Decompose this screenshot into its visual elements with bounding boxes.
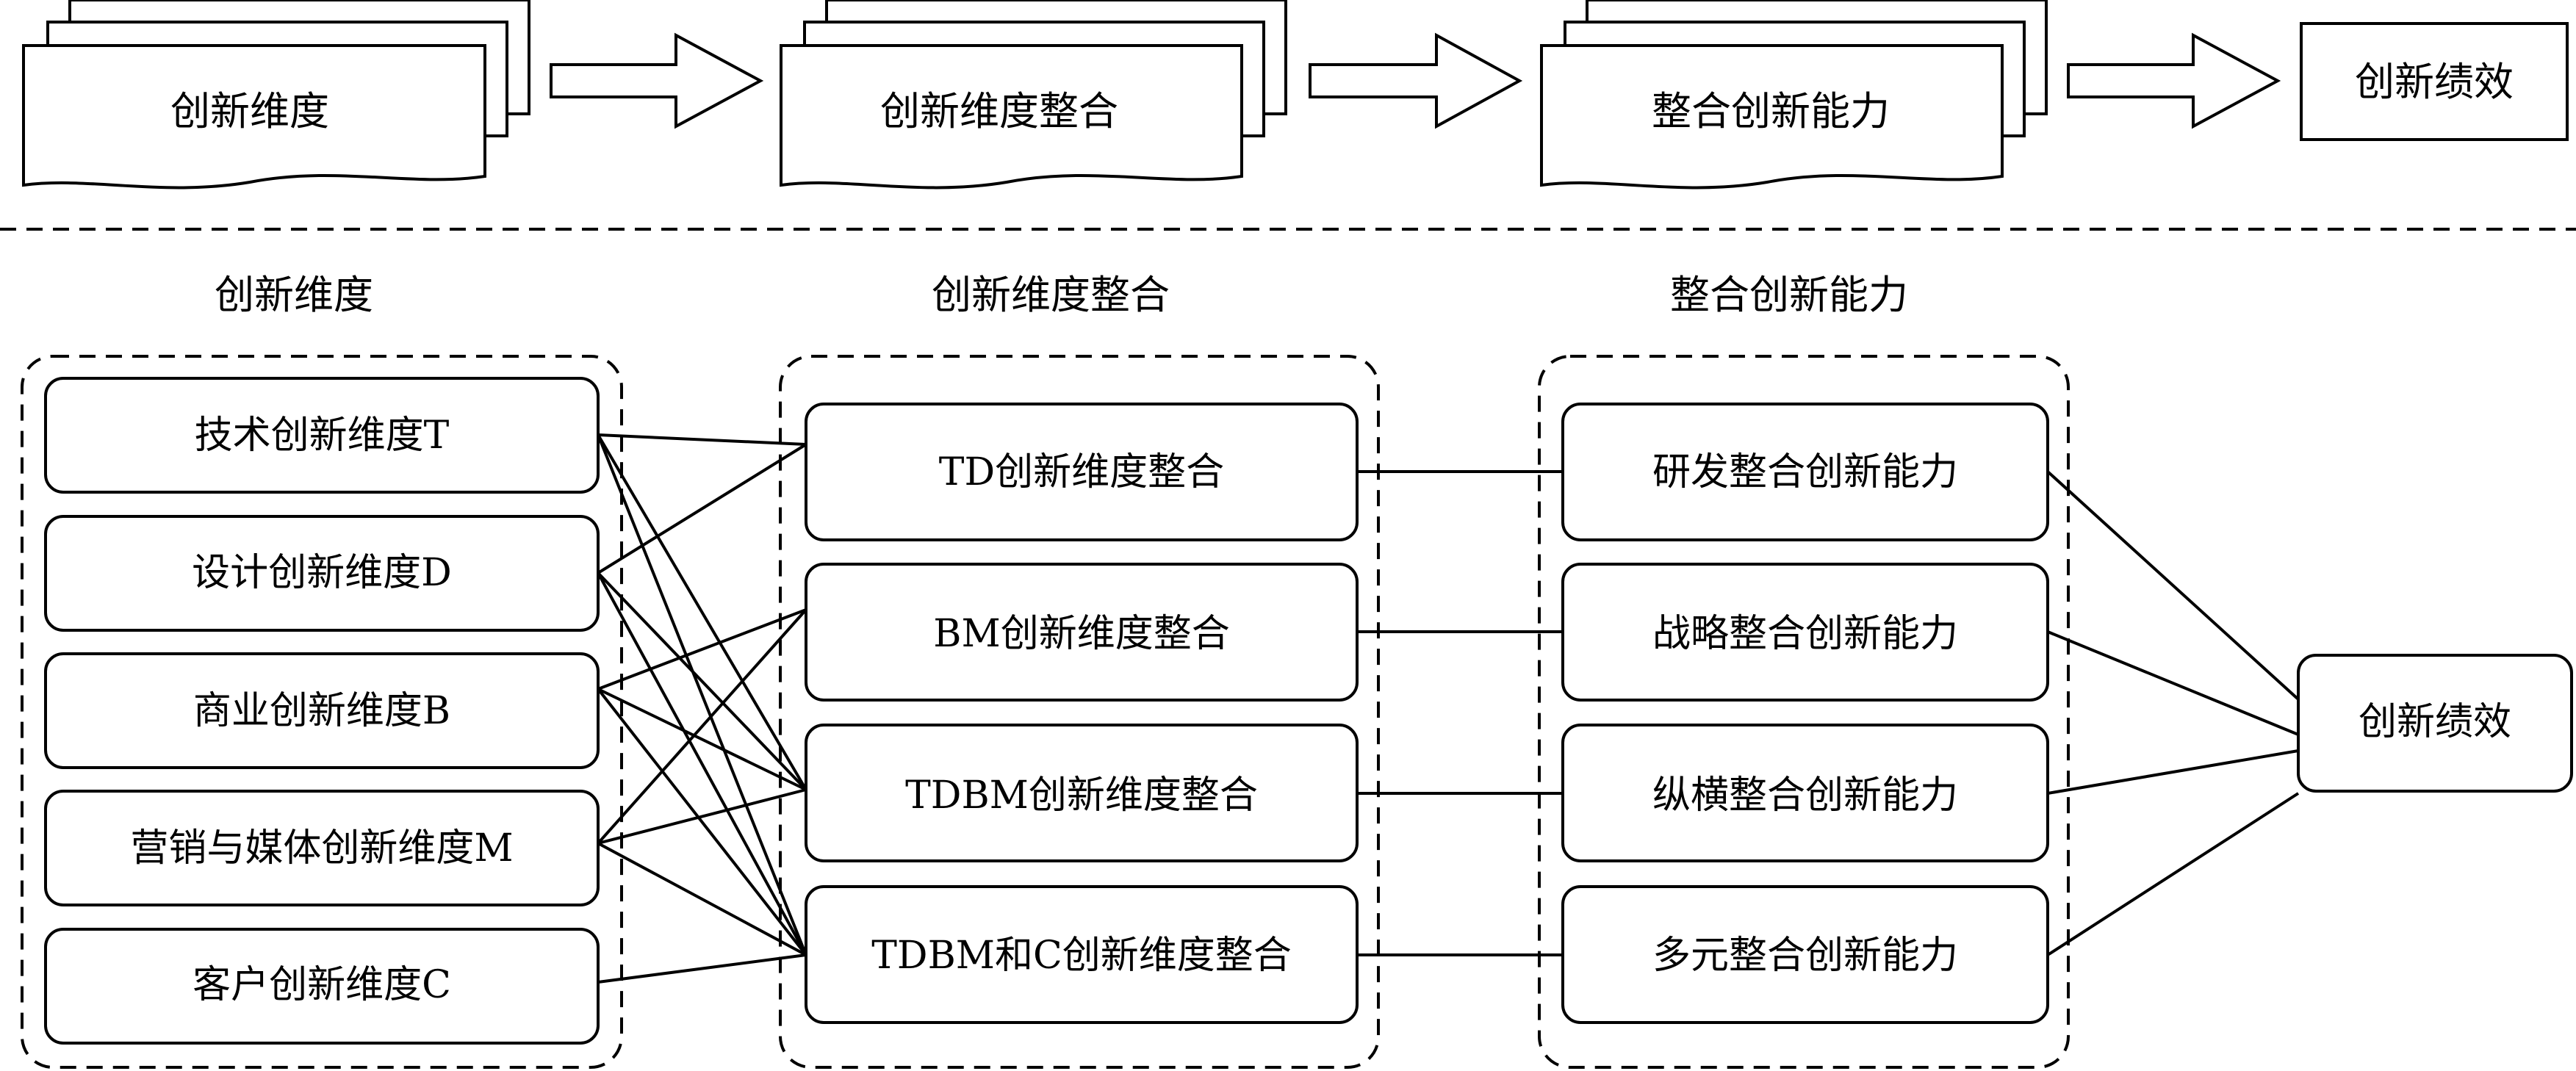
dimension-box-m: 营销与媒体创新维度M [44,790,600,906]
flow-final-label: 创新绩效 [2355,59,2514,105]
connection-lines [597,433,2300,984]
edge-capability-2-performance [2047,749,2299,795]
capability-label: 多元整合创新能力 [1652,934,1958,978]
edge-c-tdbmc [597,953,807,984]
edge-m-tdbmc [597,842,807,956]
edge-capability-1-performance [2047,630,2299,736]
dimension-label: 营销与媒体创新维度M [130,826,513,870]
flow-arrow-1 [550,32,764,129]
edge-t-tdbmc [597,434,807,956]
edge-d-td [597,443,807,574]
integration-label: TDBM创新维度整合 [905,774,1258,818]
dimension-label: 商业创新维度B [193,689,450,733]
integration-label: TDBM和C创新维度整合 [871,934,1292,978]
group-integrations [779,355,1380,1069]
edge-m-bm [597,608,807,845]
flow-stage-label: 整合创新能力 [1652,88,1890,134]
integration-box-bm: BM创新维度整合 [805,563,1359,702]
edge-t-td [597,433,807,446]
dimension-box-b: 商业创新维度B [44,652,600,769]
edge-t-tdbm [597,433,807,791]
flow-final: 创新绩效 [2300,22,2569,141]
flow-stage-1: 创新维度 [22,0,530,190]
dimension-box-t: 技术创新维度T [44,377,600,494]
dimension-label: 设计创新维度D [192,551,452,595]
edge-b-bm [597,608,807,690]
performance-box: 创新绩效 [2297,654,2573,793]
header-dimensions: 创新维度 [215,272,373,318]
dimension-box-c: 客户创新维度C [44,928,600,1045]
integration-label: BM创新维度整合 [933,612,1229,656]
flow-stage-2: 创新维度整合 [780,0,1287,190]
edge-m-tdbm [597,788,807,845]
edge-d-tdbm [597,571,807,791]
edge-capability-0-performance [2046,470,2300,701]
dimension-label: 技术创新维度T [195,414,450,458]
flow-stage-label: 创新维度整合 [880,88,1118,134]
capability-label: 研发整合创新能力 [1652,450,1958,494]
edge-capability-3-performance [2046,792,2300,956]
edge-b-tdbm [597,688,807,791]
flow-arrow-3 [2067,32,2281,129]
integration-label: TD创新维度整合 [939,450,1224,494]
header-integrations: 创新维度整合 [932,272,1170,318]
flow-stage-label: 创新维度 [170,88,329,134]
edge-d-tdbmc [597,572,807,956]
capability-box-rd: 研发整合创新能力 [1561,403,2049,541]
dimension-label: 客户创新维度C [193,963,451,1007]
capability-box-vh: 纵横整合创新能力 [1561,724,2049,862]
capability-box-mu: 多元整合创新能力 [1561,885,2049,1024]
integration-box-td: TD创新维度整合 [805,403,1359,541]
flow-stage-3: 整合创新能力 [1540,0,2048,190]
capability-label: 战略整合创新能力 [1652,612,1958,656]
group-dimensions [21,355,623,1069]
performance-label: 创新绩效 [2359,700,2511,744]
header-capabilities: 整合创新能力 [1670,272,1908,318]
capability-box-st: 战略整合创新能力 [1561,563,2049,702]
capability-label: 纵横整合创新能力 [1652,774,1958,818]
flow-arrow-2 [1309,32,1523,129]
integration-box-tdbm: TDBM创新维度整合 [805,724,1359,862]
dimension-box-d: 设计创新维度D [44,515,600,632]
integration-box-tdbmc: TDBM和C创新维度整合 [805,885,1359,1024]
edge-b-tdbmc [597,688,807,956]
